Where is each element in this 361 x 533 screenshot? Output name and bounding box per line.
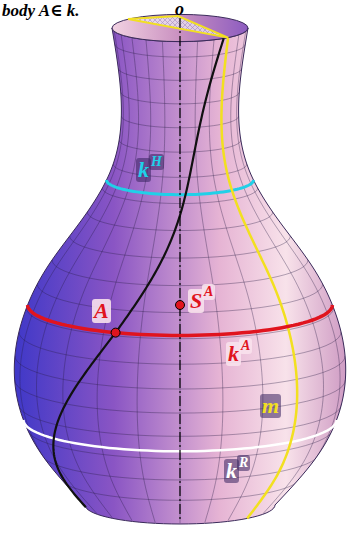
meridian-line [237, 32, 340, 509]
curve-label-index: A [239, 338, 252, 354]
meridian-line [37, 35, 130, 514]
meridian-line [20, 32, 123, 509]
surface-point [111, 328, 120, 337]
curve-label-index: H [149, 154, 164, 170]
meridian-section [128, 16, 228, 38]
figure-caption: body A∈ k. [2, 2, 80, 19]
center-point [176, 301, 185, 310]
meridian-line [231, 35, 324, 514]
meridian-line [63, 38, 139, 518]
meridian-line [221, 38, 297, 518]
curve-label: m [260, 394, 281, 418]
rotation-axis [179, 18, 180, 522]
surface-curve [53, 38, 223, 507]
point-label: A [92, 299, 111, 323]
curve-label-index: R [237, 455, 250, 471]
point-label-index: A [202, 284, 215, 300]
axis-label: o [175, 0, 184, 18]
meridian-curve [221, 38, 297, 519]
